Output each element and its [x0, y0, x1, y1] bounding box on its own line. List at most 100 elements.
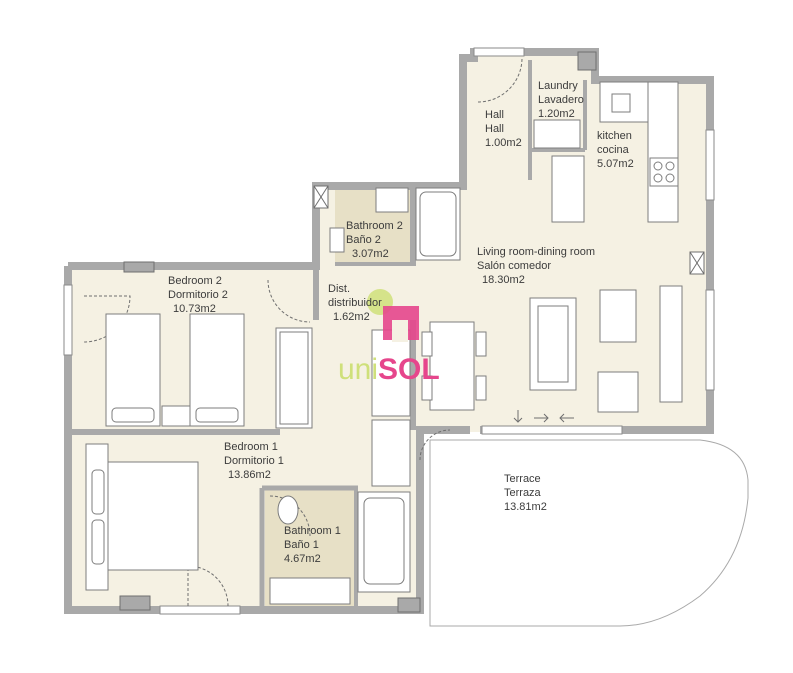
door-dist: [267, 279, 311, 323]
room-name-en: Dist.: [328, 283, 350, 295]
windows: [63, 47, 715, 615]
room-name-es: Dormitorio 1: [224, 455, 284, 467]
armchair: [597, 371, 639, 413]
pillar-top-right: [577, 51, 597, 71]
room-label-bathroom-2: Bathroom 2 Baño 2 3.07m2: [346, 219, 403, 261]
bed-bed2-right: [189, 313, 245, 427]
window-living-right: [705, 289, 715, 391]
logo-text-sol: SOL: [378, 353, 440, 386]
vent-living-x2: [689, 251, 705, 275]
window-hall-top: [473, 47, 525, 57]
hob-ring-1: [653, 161, 663, 171]
room-label-terrace: Terrace Terraza 13.81m2: [504, 472, 547, 514]
dining-chair-4: [475, 375, 487, 401]
sink-bath2: [375, 187, 409, 213]
room-area: 10.73m2: [173, 303, 216, 315]
arrow-down-icon: [513, 410, 523, 423]
toilet-bath1: [277, 495, 299, 525]
room-name-en: Bedroom 2: [168, 275, 222, 287]
room-name-en: Bathroom 2: [346, 220, 403, 232]
room-label-bedroom-2: Bedroom 2 Dormitorio 2 10.73m2: [168, 274, 228, 316]
entry-arrows: [513, 410, 574, 423]
room-name-en: Terrace: [504, 473, 541, 485]
room-area: 4.67m2: [284, 553, 321, 565]
window-kitchen-right: [705, 129, 715, 201]
room-name-es: Hall: [485, 123, 504, 135]
pillow-bed2-right: [195, 407, 239, 423]
dining-table: [429, 321, 475, 411]
hob-ring-4: [665, 173, 675, 183]
arrow-left-icon: [559, 413, 574, 423]
pillar-bed2: [123, 261, 155, 273]
terrace-floor: [429, 439, 749, 627]
room-name-es: Baño 1: [284, 539, 319, 551]
wardrobe-dist-2: [371, 419, 411, 487]
unisol-logo: uniSOL: [338, 355, 440, 385]
window-living-bottom: [481, 425, 623, 435]
room-label-hall: Hall Hall 1.00m2: [485, 108, 522, 150]
logo-pink-cut: [392, 320, 408, 342]
wardrobe-bed2-inner: [279, 331, 309, 425]
window-bed2-left: [63, 284, 73, 356]
vent-bath2-x2: [313, 185, 329, 209]
room-name-es: distribuidor: [328, 297, 382, 309]
dining-chair-2: [421, 375, 433, 401]
room-label-laundry: Laundry Lavadero 1.20m2: [538, 79, 584, 121]
pillar-bed1: [119, 595, 151, 611]
washer-laundry: [533, 119, 581, 149]
room-label-bedroom-1: Bedroom 1 Dormitorio 1 13.86m2: [224, 440, 284, 482]
room-name-en: Bedroom 1: [224, 441, 278, 453]
pillow-bed2-left: [111, 407, 155, 423]
logo-text-uni: uni: [338, 353, 379, 386]
nightstand-bed2: [161, 405, 191, 427]
room-area: 18.30m2: [482, 274, 525, 286]
hob-kitchen: [649, 157, 679, 187]
room-name-es: cocina: [597, 144, 629, 156]
bathtub-bath1-inner: [363, 497, 405, 585]
headboard-bed1: [85, 443, 109, 591]
pillow-bed1-a: [91, 469, 105, 515]
room-name-es: Baño 2: [346, 234, 381, 246]
coffee-table: [599, 289, 637, 343]
furniture: [85, 81, 683, 605]
tv-unit: [659, 285, 683, 403]
room-name-es: Terraza: [504, 487, 541, 499]
pillar-bottom: [397, 597, 421, 613]
fridge-kitchen: [551, 155, 585, 223]
wardrobe-dist: [371, 329, 411, 417]
door-hall: [477, 57, 523, 103]
room-area: 13.81m2: [504, 501, 547, 513]
bathtub-bath2-inner: [419, 191, 457, 257]
sink-bath1: [269, 577, 351, 605]
room-name-en: Laundry: [538, 80, 578, 92]
room-area: 13.86m2: [228, 469, 271, 481]
hob-ring-2: [665, 161, 675, 171]
counter-kitchen-side: [647, 81, 679, 223]
room-area: 1.62m2: [333, 311, 370, 323]
unisol-logo-mark: [367, 289, 419, 342]
room-name-es: Salón comedor: [477, 260, 551, 272]
toilet-bath2: [329, 227, 345, 253]
room-name-es: Dormitorio 2: [168, 289, 228, 301]
room-name-en: Living room-dining room: [477, 246, 595, 258]
room-label-bathroom-1: Bathroom 1 Baño 1 4.67m2: [284, 524, 341, 566]
bed-bed2-left: [105, 313, 161, 427]
bed-bed1: [107, 461, 199, 571]
door-living: [419, 429, 451, 461]
room-area: 3.07m2: [352, 248, 389, 260]
room-name-en: Hall: [485, 109, 504, 121]
hob-ring-3: [653, 173, 663, 183]
dining-chair-1: [421, 331, 433, 357]
room-label-distribuidor: Dist. distribuidor 1.62m2: [328, 282, 382, 324]
room-name-es: Lavadero: [538, 94, 584, 106]
sink-kitchen: [611, 93, 631, 113]
room-label-living: Living room-dining room Salón comedor 18…: [477, 245, 595, 287]
room-name-en: Bathroom 1: [284, 525, 341, 537]
room-area: 5.07m2: [597, 158, 634, 170]
room-label-kitchen: kitchen cocina 5.07m2: [597, 129, 634, 171]
room-name-en: kitchen: [597, 130, 632, 142]
window-bed1-bottom: [159, 605, 241, 615]
dining-chair-3: [475, 331, 487, 357]
pillow-bed1-b: [91, 519, 105, 565]
